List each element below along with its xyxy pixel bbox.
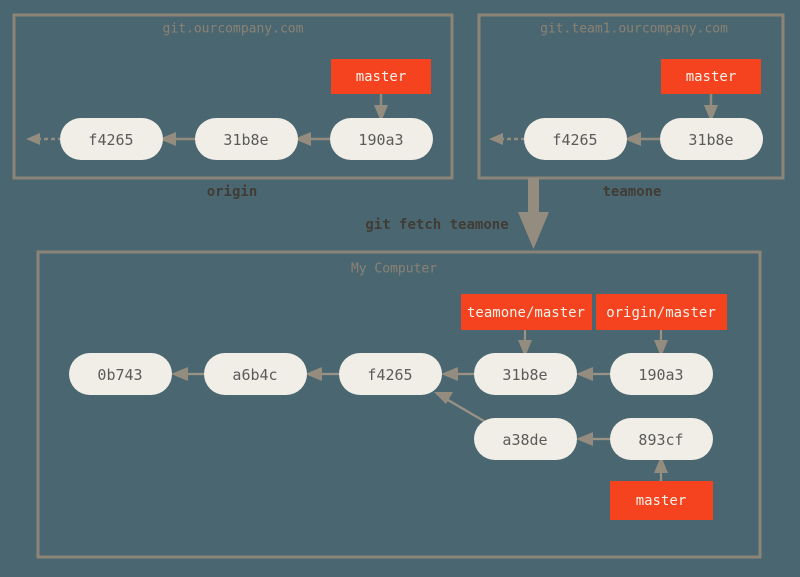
commit-label-local-a38de: a38de: [502, 431, 547, 449]
panel-origin-border: [12, 13, 454, 180]
origin-edge-master-to-190a3: [374, 92, 388, 122]
branch-box-origin-master[interactable]: master: [331, 59, 431, 94]
panel-my-computer: My Computer: [36, 250, 762, 559]
panel-my-computer-border: [36, 250, 762, 559]
commit-label-teamone-31b8e: 31b8e: [688, 131, 733, 149]
commit-node-local-893cf[interactable]: 893cf: [610, 418, 713, 460]
teamone-edge-master-to-31b8e: [704, 92, 718, 122]
commit-label-origin-f4265: f4265: [88, 131, 133, 149]
panel-teamone-caption: teamone: [602, 184, 661, 200]
commit-node-origin-31b8e[interactable]: 31b8e: [195, 118, 298, 160]
branch-label-teamone-master: master: [686, 69, 737, 85]
panel-origin-title: git.ourcompany.com: [163, 22, 304, 37]
commit-node-origin-f4265[interactable]: f4265: [60, 118, 163, 160]
branch-label-local-master: master: [636, 493, 687, 509]
panel-teamone-title: git.team1.ourcompany.com: [540, 22, 728, 37]
commit-label-local-0b743: 0b743: [97, 366, 142, 384]
commit-label-local-a6b4c: a6b4c: [232, 366, 277, 384]
commit-label-local-f4265: f4265: [367, 366, 412, 384]
fetch-arrow: [518, 178, 549, 249]
panel-my-computer-title: My Computer: [351, 262, 437, 277]
teamone-history-ellipsis-arrow: [489, 133, 525, 145]
origin-history-ellipsis-arrow: [26, 133, 62, 145]
panel-origin-caption: origin: [207, 184, 258, 200]
panel-teamone: git.team1.ourcompany.com f4265 31b8e mas…: [477, 13, 785, 200]
branch-label-origin-master: master: [356, 69, 407, 85]
commit-node-local-0b743[interactable]: 0b743: [69, 353, 172, 395]
branch-box-local-teamone-master[interactable]: teamone/master: [461, 294, 592, 330]
panel-teamone-border: [477, 13, 785, 180]
commit-node-teamone-31b8e[interactable]: 31b8e: [660, 118, 763, 160]
branch-box-local-origin-master[interactable]: origin/master: [596, 294, 727, 330]
local-edge-teamone-master-to-31b8e: [518, 330, 532, 357]
commit-node-teamone-f4265[interactable]: f4265: [524, 118, 627, 160]
commit-node-local-a38de[interactable]: a38de: [474, 418, 577, 460]
branch-label-local-teamone-master: teamone/master: [467, 305, 585, 321]
commit-label-teamone-f4265: f4265: [552, 131, 597, 149]
commit-node-local-f4265[interactable]: f4265: [339, 353, 442, 395]
fetch-command-label: git fetch teamone: [365, 217, 508, 233]
branch-label-local-origin-master: origin/master: [606, 305, 716, 321]
commit-node-origin-190a3[interactable]: 190a3: [330, 118, 433, 160]
commit-node-local-a6b4c[interactable]: a6b4c: [204, 353, 307, 395]
commit-label-local-31b8e: 31b8e: [502, 366, 547, 384]
commit-node-local-190a3[interactable]: 190a3: [610, 353, 713, 395]
branch-box-local-master[interactable]: master: [610, 481, 713, 520]
local-edge-origin-master-to-190a3: [654, 330, 668, 357]
branch-box-teamone-master[interactable]: master: [661, 59, 761, 94]
commit-label-local-893cf: 893cf: [638, 431, 683, 449]
commit-label-origin-190a3: 190a3: [358, 131, 403, 149]
local-edge-a38de-to-f4265: [434, 392, 490, 425]
panel-origin: git.ourcompany.com f4265 31b8e: [12, 13, 454, 200]
commit-node-local-31b8e[interactable]: 31b8e: [474, 353, 577, 395]
commit-label-origin-31b8e: 31b8e: [223, 131, 268, 149]
commit-label-local-190a3: 190a3: [638, 366, 683, 384]
local-edge-master-to-893cf: [654, 456, 668, 481]
